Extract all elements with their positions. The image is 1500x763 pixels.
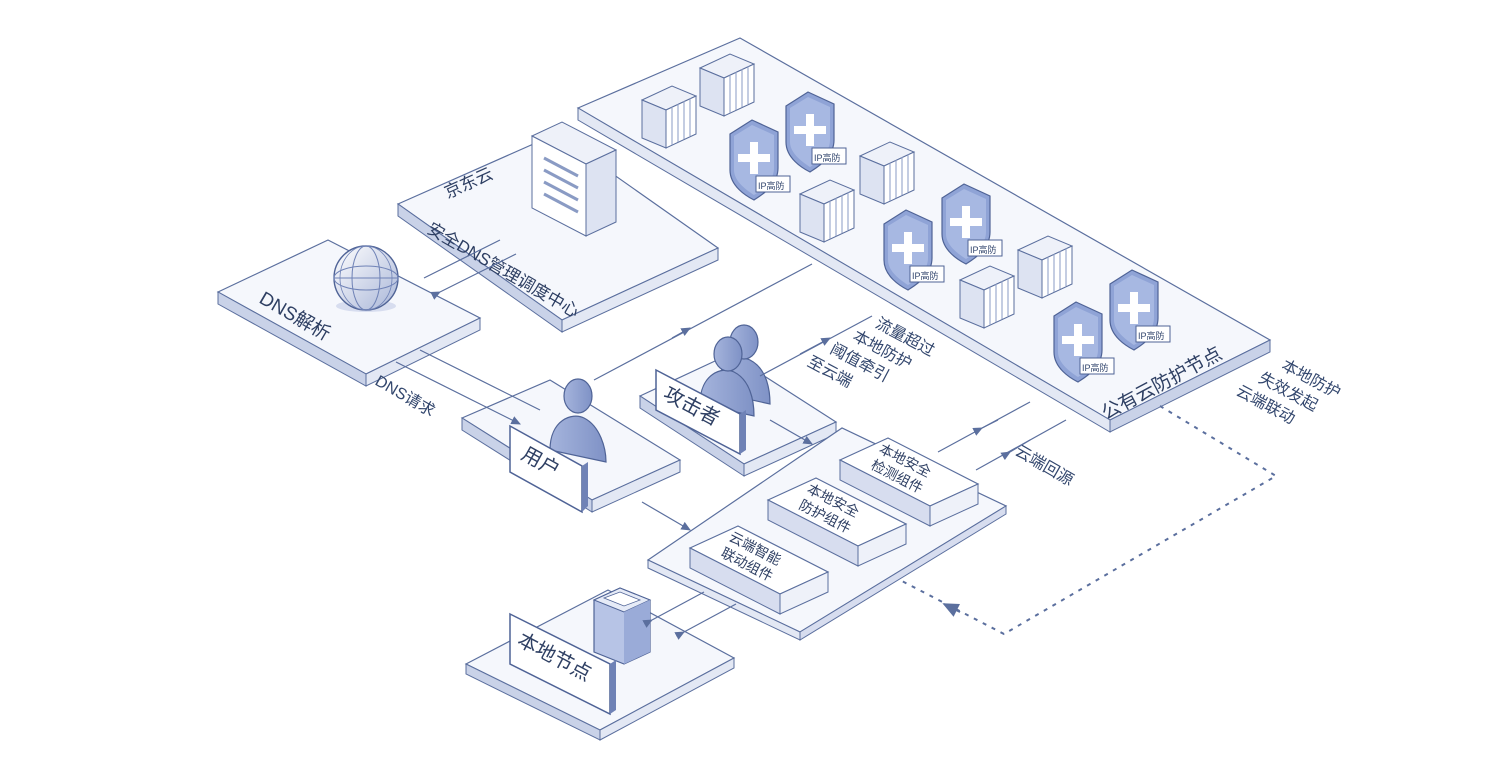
component-linkage: 云端智能 联动组件 <box>688 525 830 615</box>
connections <box>395 239 1067 640</box>
shield-tag: IP高防 <box>1138 330 1165 341</box>
shield-tag: IP高防 <box>970 244 997 255</box>
shield-tag: IP高防 <box>912 270 939 281</box>
dns-management-platform <box>396 133 720 333</box>
component-protect: 本地安全 防护组件 <box>766 477 908 567</box>
user-person-icon <box>549 378 607 463</box>
ip-high-defense-shields: IP高防 IP高防 IP高防 IP高防 IP高防 IP高防 <box>729 91 1171 383</box>
dns-request-label: DNS请求 <box>372 372 438 420</box>
shield-tag: IP高防 <box>1082 362 1109 373</box>
local-node-cylinder-icon <box>592 587 652 665</box>
cloud-back-label: 云端回源 <box>1012 442 1076 490</box>
shield-tag: IP高防 <box>814 152 841 163</box>
dns-server-tower-icon <box>530 121 618 237</box>
shield-tag: IP高防 <box>758 180 785 191</box>
failover-dashed-path <box>899 405 1278 636</box>
user-label-box: 用户 <box>509 424 588 514</box>
globe-icon <box>333 245 399 312</box>
